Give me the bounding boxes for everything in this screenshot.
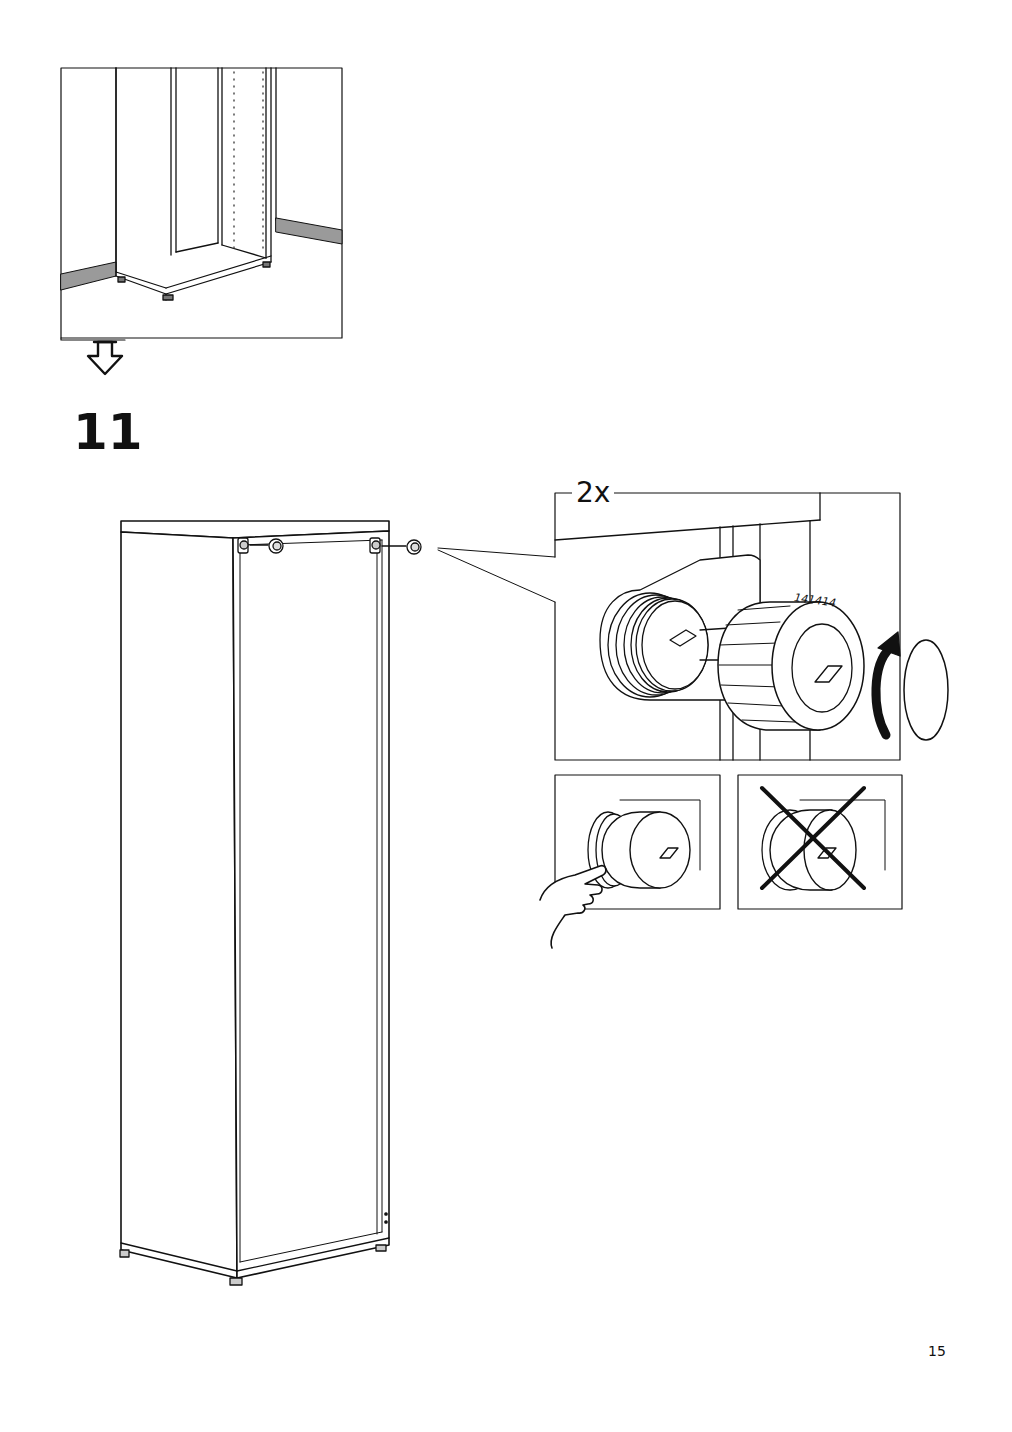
previous-step-frame (61, 68, 342, 374)
check-boxes (540, 775, 902, 948)
quantity-label: 2x (572, 479, 614, 507)
cabinet (120, 521, 555, 1285)
step-number: 11 (73, 407, 143, 457)
page-number: 15 (928, 1344, 946, 1358)
detail-frame (555, 493, 948, 760)
